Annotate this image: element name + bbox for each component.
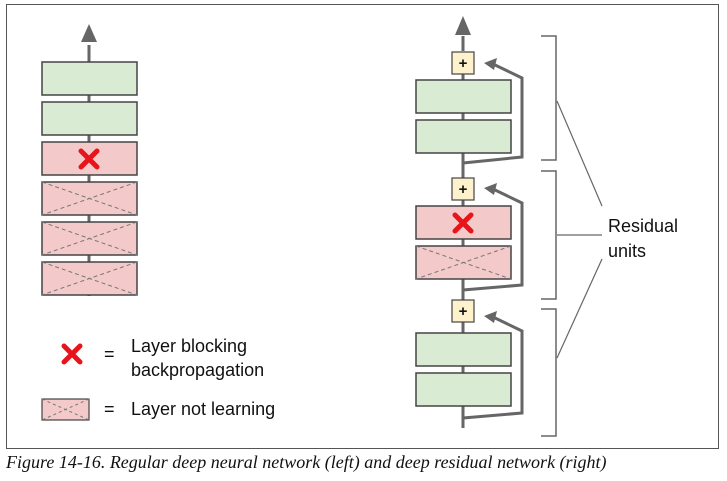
add-node: [451, 51, 475, 75]
residual-units-label-line1: Residual: [608, 216, 678, 236]
legend-blocking-label-line2: backpropagation: [131, 360, 264, 380]
layer-learning: [415, 79, 512, 114]
skip-connection: [462, 315, 524, 420]
skip-arrow-icon: [484, 311, 497, 323]
output-arrow-icon: [455, 16, 471, 35]
layer-learning: [415, 372, 512, 407]
output-arrow-icon: [81, 24, 97, 42]
legend-blocking-x-icon: [61, 343, 83, 365]
layer-learning: [415, 119, 512, 154]
regular-network: [41, 24, 138, 296]
label-pointer: [556, 258, 603, 359]
skip-arrow-icon: [484, 58, 497, 70]
layer-not-learning: [41, 221, 138, 256]
legend-blocking-equals: =: [104, 344, 115, 364]
add-symbol: +: [459, 181, 468, 198]
skip-arrow-icon: [484, 183, 497, 195]
blocking-x-icon: [452, 212, 474, 234]
residual-unit: +: [415, 177, 524, 292]
skip-connection: [462, 62, 524, 165]
add-symbol: +: [459, 303, 468, 320]
figure-caption: Figure 14-16. Regular deep neural networ…: [6, 452, 607, 472]
layer-learning: [415, 332, 512, 367]
legend-blocking-label-line1: Layer blocking: [131, 336, 247, 356]
blocking-x-icon: [78, 148, 100, 170]
layer-not-learning: [41, 181, 138, 216]
layer-learning: [41, 101, 138, 136]
layer-not-learning: [415, 245, 512, 280]
add-node: [451, 299, 475, 323]
residual-unit-bracket: [541, 35, 557, 161]
add-symbol: +: [459, 55, 468, 72]
residual-network: + + +: [415, 16, 678, 437]
legend-not-learning-label: Layer not learning: [131, 399, 275, 419]
legend: = Layer blocking backpropagation = Layer…: [41, 336, 275, 421]
residual-unit-bracket: [541, 170, 557, 300]
layer-not-learning: [41, 261, 138, 296]
residual-unit: +: [415, 299, 524, 420]
residual-units-label-line2: units: [608, 241, 646, 261]
layer-learning: [41, 61, 138, 96]
label-pointer: [556, 100, 603, 207]
residual-unit-bracket: [541, 308, 557, 437]
legend-not-learning-swatch: [41, 398, 90, 421]
legend-not-learning-equals: =: [104, 399, 115, 419]
add-node: [451, 177, 475, 201]
skip-connection: [462, 187, 524, 292]
residual-unit: +: [415, 51, 524, 165]
